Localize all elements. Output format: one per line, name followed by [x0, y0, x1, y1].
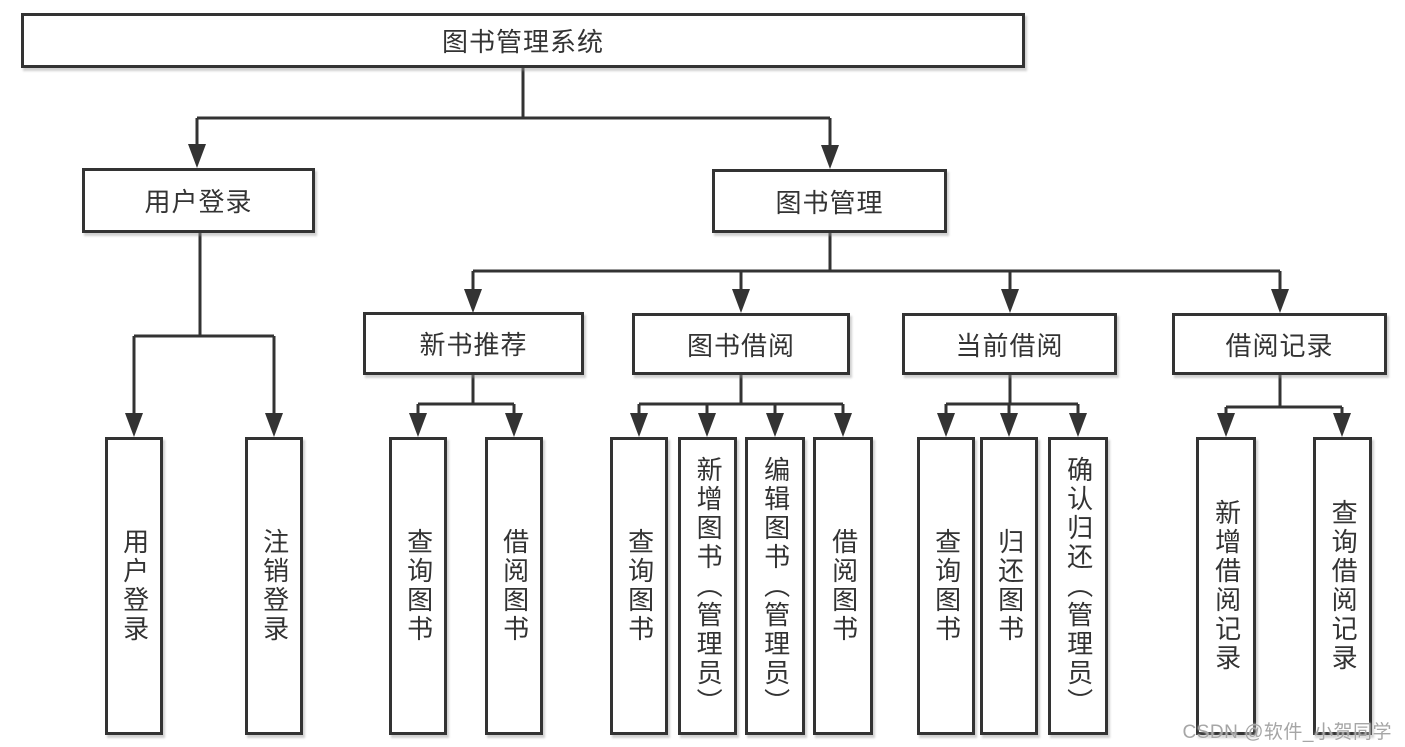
node-new-book-recommend-label: 新书推荐: [419, 330, 528, 360]
leaf-confirm-return-admin-label: 确认归还（管理员）: [1063, 455, 1094, 717]
leaf-borrow-books-label: 借阅图书: [828, 528, 859, 644]
leaf-query-borrow-record: 查询借阅记录: [1313, 437, 1372, 735]
leaf-query-books-borrow-label: 查询图书: [624, 528, 655, 644]
leaf-logout-label: 注销登录: [259, 528, 290, 644]
watermark-text: CSDN @软件_小贺同学: [1182, 722, 1392, 743]
leaf-return-books-label: 归还图书: [994, 528, 1025, 644]
leaf-query-borrow-record-label: 查询借阅记录: [1328, 499, 1359, 673]
node-book-management-label: 图书管理: [775, 187, 884, 218]
node-current-borrow: 当前借阅: [902, 313, 1117, 375]
leaf-add-book-admin: 新增图书（管理员）: [678, 437, 737, 735]
leaf-query-books-current: 查询图书: [917, 437, 975, 735]
leaf-borrow-books-recommend-label: 借阅图书: [499, 528, 530, 644]
leaf-borrow-books-recommend: 借阅图书: [485, 437, 543, 735]
node-book-management: 图书管理: [712, 169, 947, 233]
node-borrow-records: 借阅记录: [1172, 313, 1387, 375]
node-book-borrow-label: 图书借阅: [686, 330, 795, 361]
leaf-user-login-label: 用户登录: [119, 528, 150, 644]
node-book-borrow: 图书借阅: [632, 313, 850, 375]
node-root: 图书管理系统: [21, 13, 1025, 68]
leaf-return-books: 归还图书: [980, 437, 1038, 735]
leaf-logout: 注销登录: [245, 437, 303, 735]
node-user-login: 用户登录: [82, 168, 315, 233]
node-current-borrow-label: 当前借阅: [955, 330, 1064, 361]
leaf-query-books-recommend: 查询图书: [389, 437, 447, 735]
leaf-borrow-books: 借阅图书: [813, 437, 873, 735]
leaf-edit-book-admin-label: 编辑图书（管理员）: [760, 455, 791, 717]
leaf-add-borrow-record-label: 新增借阅记录: [1211, 499, 1242, 673]
node-user-login-label: 用户登录: [144, 187, 253, 217]
leaf-query-books-current-label: 查询图书: [931, 528, 962, 644]
leaf-query-books-recommend-label: 查询图书: [403, 528, 434, 644]
leaf-confirm-return-admin: 确认归还（管理员）: [1048, 437, 1108, 735]
node-root-label: 图书管理系统: [441, 27, 604, 57]
leaf-add-book-admin-label: 新增图书（管理员）: [693, 455, 724, 717]
leaf-edit-book-admin: 编辑图书（管理员）: [745, 437, 805, 735]
node-borrow-records-label: 借阅记录: [1225, 330, 1334, 361]
leaf-user-login: 用户登录: [105, 437, 163, 735]
leaf-query-books-borrow: 查询图书: [610, 437, 668, 735]
leaf-add-borrow-record: 新增借阅记录: [1196, 437, 1256, 735]
node-new-book-recommend: 新书推荐: [363, 312, 584, 375]
